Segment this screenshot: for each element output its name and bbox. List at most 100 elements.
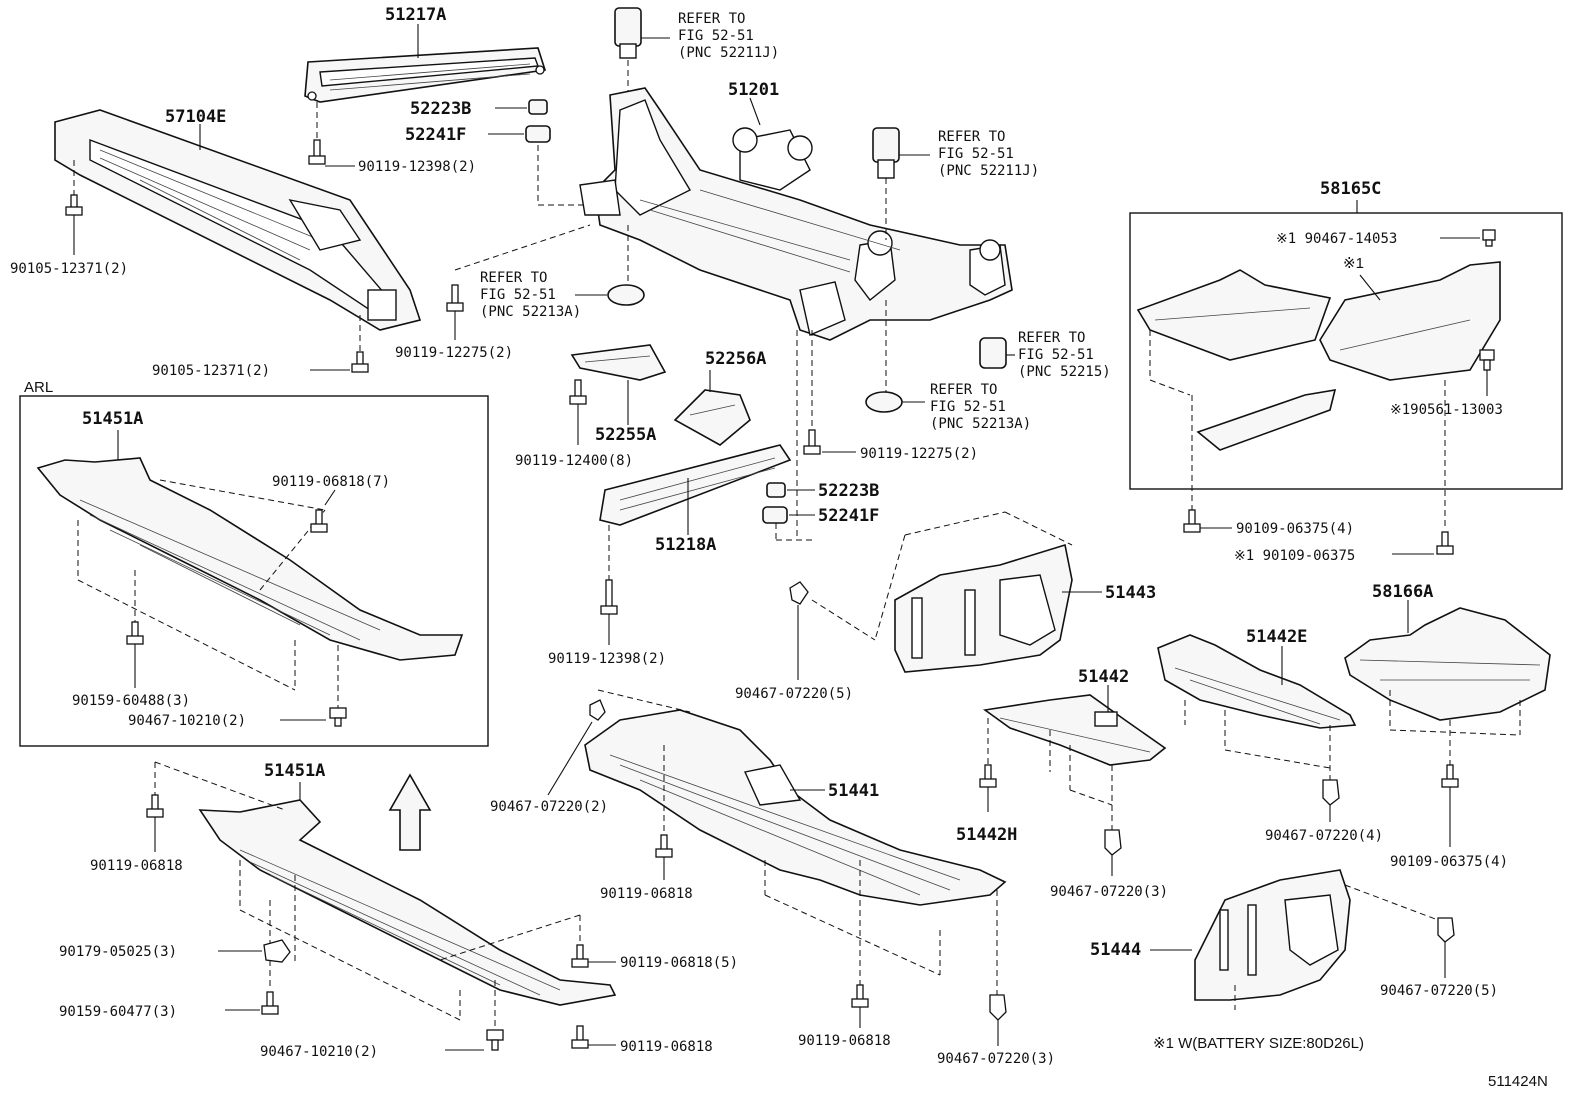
- bolt-icon: [65, 194, 83, 216]
- bolt-icon: [261, 991, 279, 1015]
- clip-icon: [789, 581, 809, 605]
- label-90105-12371-left: 90105-12371(2): [10, 261, 128, 277]
- bolt-icon: [571, 944, 589, 968]
- label-51217A: 51217A: [385, 5, 446, 25]
- clip-icon: [989, 994, 1007, 1021]
- label-51444: 51444: [1090, 940, 1141, 960]
- bolt-icon: [446, 284, 464, 312]
- refer-note-2-line3: (PNC 52211J): [938, 163, 1039, 179]
- collar-icon: [525, 99, 551, 143]
- label-51443: 51443: [1105, 583, 1156, 603]
- label-90467-07220-2: 90467-07220(2): [490, 799, 608, 815]
- bracket-52256A-drawing: [673, 389, 751, 446]
- refer-note-5-line1: REFER TO: [930, 382, 997, 398]
- label-58166A: 58166A: [1372, 582, 1433, 602]
- label-51451A: 51451A: [264, 761, 325, 781]
- bolt-icon: [1479, 349, 1495, 371]
- label-90467-10210-main: 90467-10210(2): [260, 1044, 378, 1060]
- clip-icon: [263, 939, 291, 963]
- label-51442E: 51442E: [1246, 627, 1307, 647]
- tray-58166A-drawing: [1344, 607, 1551, 721]
- support-57104E-drawing: [54, 109, 422, 331]
- clip-icon: [1437, 917, 1455, 943]
- clip-icon: [329, 707, 347, 727]
- mount-bushing-icon: [872, 127, 900, 179]
- refer-note-1-line1: REFER TO: [678, 11, 745, 27]
- bolt-icon: [308, 139, 326, 165]
- label-90467-10210-arl: 90467-10210(2): [128, 713, 246, 729]
- refer-note-1-line3: (PNC 52211J): [678, 45, 779, 61]
- collar-icon: [762, 482, 788, 524]
- bolt-icon: [571, 1025, 589, 1049]
- bolt-icon: [146, 794, 164, 818]
- crossmember-51217A-drawing: [304, 47, 547, 103]
- refer-note-2-line1: REFER TO: [938, 129, 1005, 145]
- under-cover-51444-drawing: [1194, 869, 1351, 1001]
- label-s1-90467-14053: ※1 90467-14053: [1276, 231, 1397, 247]
- mount-cushion-icon: [865, 391, 903, 413]
- tray-58165C-right-drawing: [1319, 261, 1501, 381]
- label-51451A-arl: 51451A: [82, 409, 143, 429]
- label-90119-12275-left: 90119-12275(2): [395, 345, 513, 361]
- label-90467-07220-3-bottom: 90467-07220(3): [937, 1051, 1055, 1067]
- label-90119-06818-51441-b: 90119-06818: [798, 1033, 891, 1049]
- label-90119-12400: 90119-12400(8): [515, 453, 633, 469]
- label-90467-07220-3-mid: 90467-07220(3): [1050, 884, 1168, 900]
- up-arrow-icon: [388, 773, 432, 851]
- label-51442H: 51442H: [956, 825, 1017, 845]
- label-52255A: 52255A: [595, 425, 656, 445]
- label-90159-60477: 90159-60477(3): [59, 1004, 177, 1020]
- tray-58165C-lower-drawing: [1196, 389, 1337, 451]
- bracket-52255A-drawing: [570, 344, 667, 381]
- refer-note-3-line2: FIG 52-51: [480, 287, 556, 303]
- refer-note-5-line2: FIG 52-51: [930, 399, 1006, 415]
- refer-note-1-line2: FIG 52-51: [678, 28, 754, 44]
- under-cover-51451A-drawing: [198, 799, 617, 1006]
- bolt-icon: [1482, 229, 1496, 247]
- label-90119-12398-top: 90119-12398(2): [358, 159, 476, 175]
- bolt-icon: [1436, 531, 1454, 555]
- mount-cushion-icon: [607, 284, 645, 306]
- mount-bushing-icon: [979, 337, 1007, 369]
- label-90467-07220-5-right: 90467-07220(5): [1380, 983, 1498, 999]
- refer-note-5-line3: (PNC 52213A): [930, 416, 1031, 432]
- label-90159-60488: 90159-60488(3): [72, 693, 190, 709]
- refer-note-3-line1: REFER TO: [480, 270, 547, 286]
- footnote-battery: ※1 W(BATTERY SIZE:80D26L): [1153, 1035, 1364, 1052]
- label-52241F-top: 52241F: [405, 125, 466, 145]
- label-s1-90561-13003: ※190561-13003: [1390, 402, 1503, 418]
- label-90119-12275-right: 90119-12275(2): [860, 446, 978, 462]
- tray-58165C-left-drawing: [1136, 269, 1332, 361]
- refer-note-3-line3: (PNC 52213A): [480, 304, 581, 320]
- mount-bushing-icon: [614, 7, 642, 59]
- bolt-icon: [1183, 509, 1201, 533]
- bolt-icon: [569, 379, 587, 405]
- label-51218A: 51218A: [655, 535, 716, 555]
- battery-tray-group-box: [1129, 212, 1563, 490]
- label-51442: 51442: [1078, 667, 1129, 687]
- label-90119-06818-5: 90119-06818(5): [620, 955, 738, 971]
- inset-arl-box: [19, 395, 489, 747]
- label-90119-12398-mid: 90119-12398(2): [548, 651, 666, 667]
- inset-label-arl: ARL: [24, 379, 53, 396]
- bolt-icon: [655, 834, 673, 858]
- clip-icon: [486, 1029, 504, 1051]
- refer-note-2-line2: FIG 52-51: [938, 146, 1014, 162]
- label-90105-12371-lower: 90105-12371(2): [152, 363, 270, 379]
- bolt-icon: [600, 579, 618, 615]
- label-s1-tray: ※1: [1343, 255, 1364, 272]
- clip-icon: [589, 699, 606, 721]
- label-90109-06375-lower: 90109-06375(4): [1390, 854, 1508, 870]
- refer-note-4-line2: FIG 52-51: [1018, 347, 1094, 363]
- under-cover-51442E-drawing: [1157, 634, 1357, 729]
- label-51201: 51201: [728, 80, 779, 100]
- clip-icon: [1104, 829, 1122, 856]
- bolt-icon: [979, 764, 997, 788]
- label-52241F-lower: 52241F: [818, 506, 879, 526]
- subframe-51201-drawing: [579, 87, 1013, 341]
- refer-note-4-line3: (PNC 52215): [1018, 364, 1111, 380]
- bolt-icon: [851, 984, 869, 1008]
- label-52223B-top: 52223B: [410, 99, 471, 119]
